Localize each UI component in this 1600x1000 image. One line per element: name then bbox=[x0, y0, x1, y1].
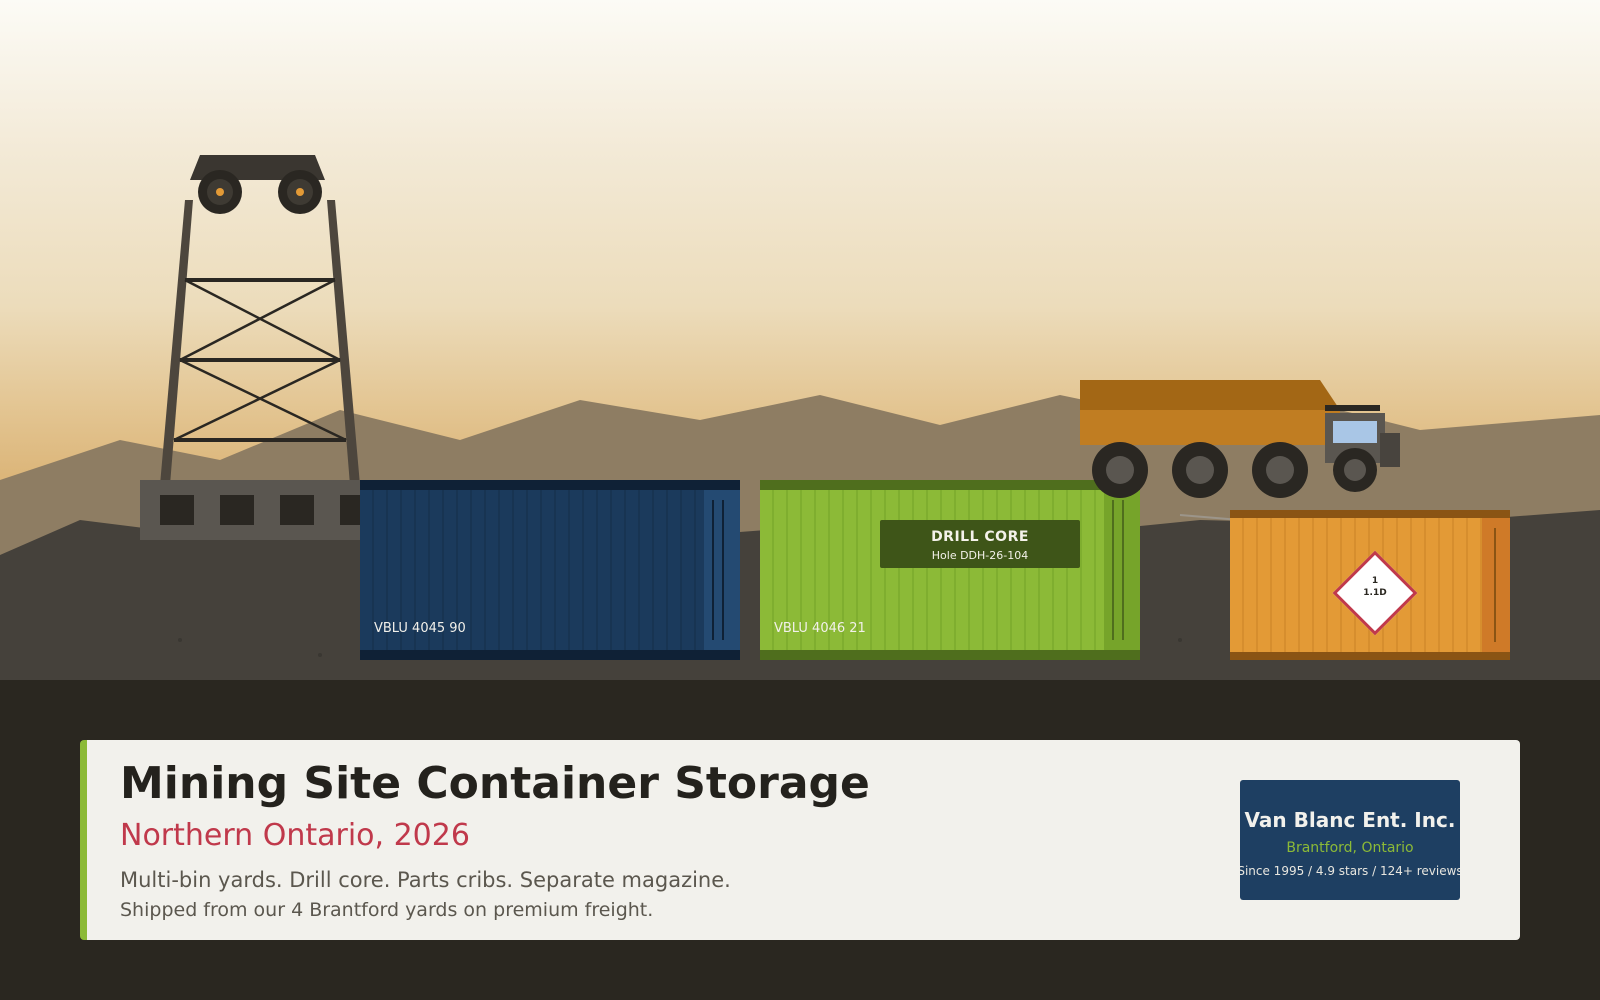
container-green: DRILL CORE Hole DDH-26-104 VBLU 4046 21 bbox=[760, 480, 1140, 660]
placard-division: 1 bbox=[1371, 576, 1379, 586]
container-door bbox=[704, 490, 740, 650]
brand-rating: Since 1995 / 4.9 stars / 124+ reviews bbox=[1240, 864, 1460, 878]
drill-core-label: DRILL CORE Hole DDH-26-104 bbox=[880, 520, 1080, 568]
container-door bbox=[1104, 490, 1140, 650]
haul-truck-icon bbox=[1080, 380, 1400, 498]
brand-name: Van Blanc Ent. Inc. bbox=[1244, 808, 1456, 832]
container-orange: 1 1.1D bbox=[1230, 510, 1510, 660]
brand-card: Van Blanc Ent. Inc. Brantford, Ontario S… bbox=[1240, 780, 1460, 900]
container-id: VBLU 4045 90 bbox=[374, 621, 466, 636]
tagline-primary: Multi-bin yards. Drill core. Parts cribs… bbox=[120, 868, 731, 892]
tagline-secondary: Shipped from our 4 Brantford yards on pr… bbox=[120, 899, 654, 921]
hero-scene: VBLU 4045 90 DRILL CORE Hole DDH-26-104 … bbox=[0, 0, 1600, 680]
container-door bbox=[1482, 518, 1510, 652]
brand-location: Brantford, Ontario bbox=[1286, 840, 1414, 856]
placard-class: 1.1D bbox=[1363, 588, 1387, 598]
page-title: Mining Site Container Storage bbox=[120, 758, 870, 809]
placard-text: 1 1.1D bbox=[1342, 575, 1408, 599]
drill-core-hole: Hole DDH-26-104 bbox=[931, 549, 1029, 562]
drill-core-title: DRILL CORE bbox=[931, 529, 1029, 545]
container-blue: VBLU 4045 90 bbox=[360, 480, 740, 660]
page-subtitle: Northern Ontario, 2026 bbox=[120, 818, 470, 853]
info-panel: Mining Site Container Storage Northern O… bbox=[80, 740, 1520, 940]
container-id: VBLU 4046 21 bbox=[774, 621, 866, 636]
headframe-tower-icon bbox=[140, 155, 370, 540]
